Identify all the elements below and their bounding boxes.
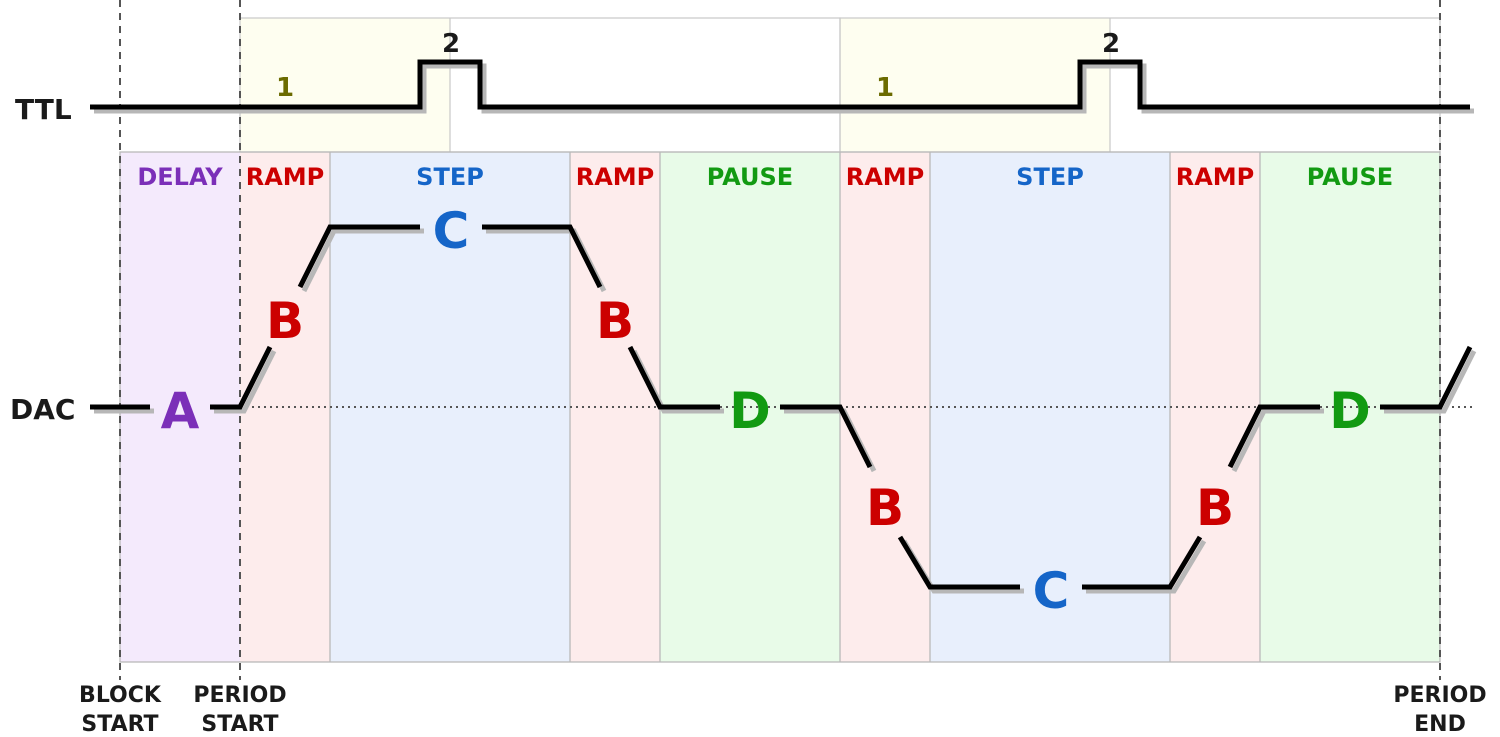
segment-letter-b: B [1196,479,1234,537]
segment-letter-a: A [161,382,200,440]
ttl-waveform-shadow [94,63,1474,114]
period-end-label-line2: END [1414,712,1466,737]
phase-label-delay: DELAY [137,163,223,191]
ttl-marker-1: 1 [876,73,894,103]
segment-letter-c: C [1033,562,1070,620]
phase-label-ramp: RAMP [246,163,325,191]
block-start-label-line2: START [81,712,158,737]
segment-letter-c: C [433,202,470,260]
phase-labels: DELAY RAMP STEP RAMP PAUSE RAMP STEP RAM… [137,163,1393,191]
boundary-labels: BLOCK START PERIOD START PERIOD END [79,683,1487,737]
segment-letter-d: D [729,382,771,440]
ttl-marker-2: 2 [442,29,460,59]
ttl-region-backgrounds [239,17,1441,153]
period-start-label-line1: PERIOD [193,683,286,708]
phase-bg-ramp-1 [240,152,330,662]
ttl-marker-1: 1 [276,73,294,103]
dac-row-label: DAC [10,393,75,426]
phase-bg-ramp-2 [570,152,660,662]
phase-bg-ramp-3 [840,152,930,662]
period-end-label-line1: PERIOD [1393,683,1486,708]
boundary-lines [119,0,1441,680]
segment-letters: A B C B D B C B D [161,202,1371,620]
phase-label-pause: PAUSE [707,163,793,191]
dac-waveform-line [90,224,1473,590]
ttl-highlight-1 [240,18,450,152]
dac-waveform [90,224,1477,594]
block-start-label-line1: BLOCK [79,683,162,708]
ttl-marker-2: 2 [1102,29,1120,59]
ttl-waveform-line [90,59,1470,110]
phase-label-pause: PAUSE [1307,163,1393,191]
row-labels: TTL DAC [10,93,75,426]
phase-label-step: STEP [1016,163,1084,191]
segment-letter-b: B [596,292,634,350]
phase-label-ramp: RAMP [846,163,925,191]
ttl-markers: 1 2 1 2 [276,29,1120,103]
phase-label-step: STEP [416,163,484,191]
phase-label-ramp: RAMP [576,163,655,191]
ttl-row-label: TTL [15,93,72,126]
segment-letter-d: D [1329,382,1371,440]
segment-letter-b: B [866,479,904,537]
segment-letter-b: B [266,292,304,350]
period-start-label-line2: START [201,712,278,737]
ttl-highlight-2 [840,18,1110,152]
ttl-waveform [90,59,1474,114]
phase-label-ramp: RAMP [1176,163,1255,191]
